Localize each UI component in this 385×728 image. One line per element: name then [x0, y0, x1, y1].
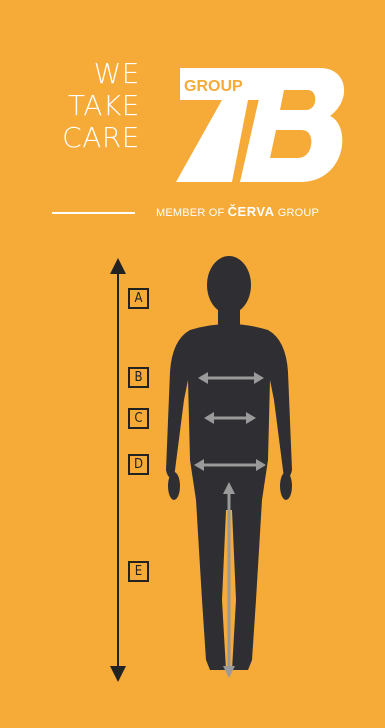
arrow-down-icon: [110, 666, 126, 682]
arrow-up-icon: [110, 258, 126, 274]
label-e: E: [128, 561, 149, 582]
label-a: A: [128, 288, 149, 309]
label-c: C: [128, 408, 149, 429]
label-b: B: [128, 367, 149, 388]
label-d: D: [128, 454, 149, 475]
